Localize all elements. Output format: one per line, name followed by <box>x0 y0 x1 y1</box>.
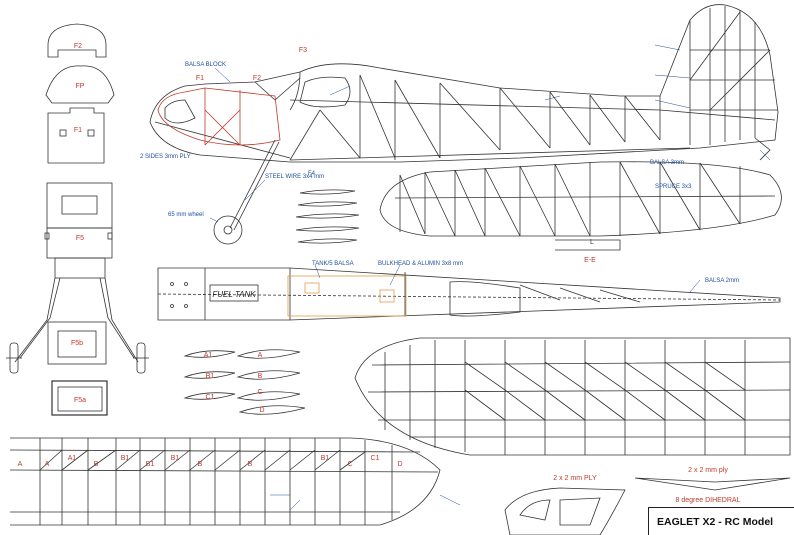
former-fp <box>45 65 115 104</box>
wing-rib-label: A <box>45 461 50 468</box>
label-rib-l: L <box>590 239 594 246</box>
dihedral-key <box>634 477 791 491</box>
wing-rib-label: B <box>198 461 203 468</box>
title-block: EAGLET X2 - RC Model <box>648 507 794 535</box>
rib-label-b1: B1 <box>206 373 215 380</box>
former-f5 <box>14 182 139 363</box>
stab-ribs <box>295 189 360 244</box>
wing-rib-label: A1 <box>68 455 77 462</box>
wing-rib-label: B1 <box>321 455 330 462</box>
wing-panel-right <box>354 337 791 456</box>
fuselage-top <box>157 267 781 321</box>
label-f1: F1 <box>74 127 82 134</box>
label-fuel-tank: FUEL TANK <box>212 290 256 299</box>
wing-rib-label: D <box>397 461 402 468</box>
former-f1 <box>47 107 105 164</box>
label-dihedral-degree: 8 degree DIHEDRAL <box>676 497 741 504</box>
former-f5b <box>47 321 107 365</box>
rib-label-b: B <box>258 373 263 380</box>
fuselage-side <box>149 4 779 163</box>
wing-rib-label: B <box>248 461 253 468</box>
wing-rib-label: C1 <box>371 455 380 462</box>
landing-gear-wheels <box>6 342 149 374</box>
label-fp: FP <box>76 83 85 90</box>
label-fus-f1: F1 <box>196 75 204 82</box>
wing-rib-label: B1 <box>171 455 180 462</box>
label-steel-wire: STEEL WIRE 3x4 mm <box>265 174 324 180</box>
stabilizer <box>379 161 782 251</box>
label-stab-spruce: SPRUCE 3x3 <box>655 184 692 190</box>
label-dihedral-ply: 2 x 2 mm PLY <box>553 475 597 482</box>
rib-label-a1: A1 <box>204 352 213 359</box>
label-section-ee: E-E <box>584 257 596 264</box>
wing-rib-label: B1 <box>146 461 155 468</box>
label-f4: F4 <box>308 171 316 177</box>
label-f2: F2 <box>74 43 82 50</box>
label-f5b: F5b <box>71 340 83 347</box>
label-f5a: F5a <box>74 397 86 404</box>
label-balsa-block: BALSA BLOCK <box>185 62 226 68</box>
wing-panel-left <box>9 437 441 526</box>
wing-rib-label: C <box>347 461 352 468</box>
label-wheel: 65 mm wheel <box>168 212 204 218</box>
rib-label-c: C <box>257 389 262 396</box>
wing-rib-label: A <box>18 461 23 468</box>
label-fus-f3: F3 <box>299 47 307 54</box>
former-f2 <box>47 23 107 58</box>
label-fus-f2: F2 <box>253 75 261 82</box>
label-f5: F5 <box>76 235 84 242</box>
label-tank-note: TANK/5 BALSA <box>312 261 354 267</box>
label-balsa-2mm: BALSA 2mm <box>705 278 739 284</box>
wing-rib-label: B <box>94 461 99 468</box>
rib-label-a: A <box>258 352 263 359</box>
former-f5a <box>51 380 108 416</box>
label-stab-balsa: BALSA 3mm <box>650 160 684 166</box>
label-bulkhead-note: BULKHEAD & ALUMIN 3x8 mm <box>378 261 463 267</box>
wing-ribs-set <box>183 349 306 415</box>
plan-title: EAGLET X2 - RC Model <box>657 516 774 528</box>
landing-gear-strut <box>213 139 280 245</box>
label-dihedral-ply2: 2 x 2 mm ply <box>688 467 728 474</box>
rib-label-c1: C1 <box>206 394 215 401</box>
rib-label-d: D <box>259 407 264 414</box>
wing-rib-label: B1 <box>121 455 130 462</box>
dihedral-brace <box>504 487 626 535</box>
label-ply-sides: 2 SIDES 3mm PLY <box>140 154 191 160</box>
